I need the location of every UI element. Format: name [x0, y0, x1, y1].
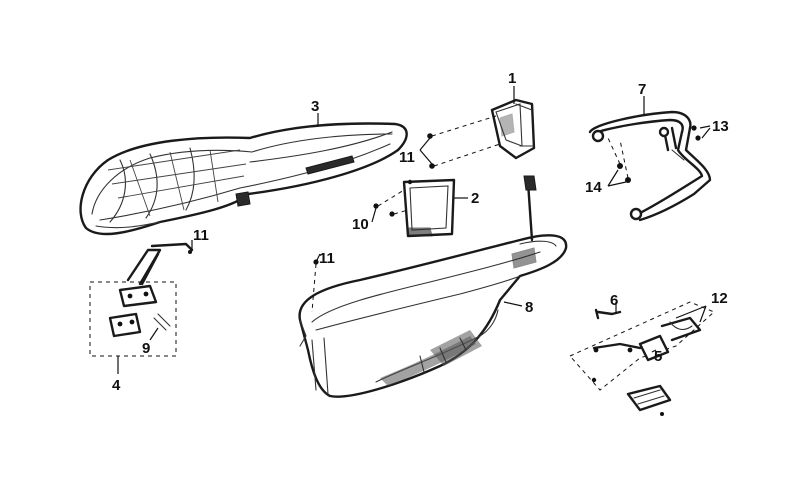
leader-12b	[699, 305, 707, 323]
bolt-set-14	[607, 137, 631, 187]
callout-5: 5	[654, 348, 662, 365]
hinge-bracket-part	[108, 248, 171, 338]
callout-11-left: 11	[193, 227, 209, 244]
callout-14: 14	[585, 179, 602, 196]
callout-9: 9	[142, 340, 150, 357]
lock-mechanism-part	[569, 301, 715, 416]
callout-13: 13	[712, 118, 729, 135]
bolt-set-13	[691, 125, 711, 141]
luggage-box-part	[298, 175, 568, 398]
leader-8	[503, 301, 523, 307]
callout-1: 1	[508, 70, 516, 87]
group-box-4	[89, 281, 177, 357]
callout-10: 10	[352, 216, 369, 233]
leader-11-mid	[315, 253, 321, 263]
callout-11-mid: 11	[319, 250, 335, 267]
callout-11-top: 11	[399, 149, 415, 166]
pin-11-left	[150, 242, 194, 254]
leader-9	[149, 327, 159, 341]
seat-part	[79, 122, 408, 236]
leader-12a	[675, 305, 707, 319]
screw-set-10	[371, 189, 409, 223]
callout-12: 12	[711, 290, 728, 307]
callout-2: 2	[471, 190, 479, 207]
callout-8: 8	[525, 299, 533, 316]
latch-housing-part	[490, 98, 536, 160]
callout-7: 7	[638, 81, 646, 98]
screw-set-11-top	[419, 115, 501, 169]
callout-3: 3	[311, 98, 319, 115]
callout-4: 4	[112, 377, 121, 394]
leader-5	[651, 349, 657, 353]
cover-plate-part	[402, 178, 456, 238]
callout-6: 6	[610, 292, 618, 309]
carrier-rack-part	[588, 110, 712, 222]
